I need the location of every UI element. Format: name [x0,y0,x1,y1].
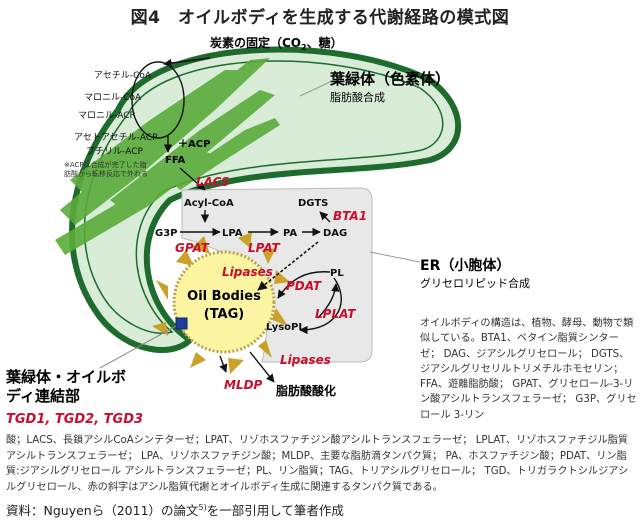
junction-marker [175,317,188,330]
enzyme-mldp: MLDP [224,378,263,392]
label-plus-acp: ＋ACP [178,138,210,150]
enzyme-lipases-bottom: Lipases [280,353,331,367]
arrow-carbon-fixation [163,57,211,68]
arrow-oilbody-to-mldp [219,355,228,373]
arrow-lysopl-to-pl [317,283,340,319]
source-suffix: を一部引用して筆者作成 [206,503,344,518]
metabolite-butyryl-acp: ブチリル-ACP [86,145,144,157]
arrow-pl-to-oilbody [277,271,331,299]
label-junction-line-2: ディ連結部 [6,387,80,405]
leader-er [369,251,421,263]
enzyme-lipases-top: Lipases [222,265,273,279]
metabolite-dgts: DGTS [298,198,328,209]
enzyme-lpat: LPAT [248,241,280,255]
thylakoid-stacks [55,58,280,255]
metabolite-acetoacetyl-acp: アセトアセチル-ACP [74,132,158,143]
oil-body [172,250,276,354]
fatty-acid-cycle [131,61,185,139]
metabolite-ffa: FFA [165,155,186,166]
metabolite-pa: PA [283,228,297,239]
label-er: ER（小胞体） [420,257,510,274]
metabolite-malonyl-acp: マロニル-ACP [78,111,136,121]
arrow-to-oxidation [249,351,275,383]
label-carbon-fixation: 炭素の固定（CO2、糖） [210,35,343,52]
metabolite-acetyl-coa: アセチル-CoA [94,70,152,81]
metabolite-acyl-coa: Acyl-CoA [184,198,234,209]
label-junction-proteins: TGD1, TGD2, TGD3 [6,412,143,427]
metabolite-lysopl: LysoPL [266,322,305,333]
label-oxidation: 脂肪酸酸化 [275,383,336,398]
source-ref: 5) [198,502,207,512]
metabolite-g3p: G3P [155,228,178,239]
figure-title: 図4 オイルボディを生成する代謝経路の模式図 [130,8,510,28]
acp-note-line-1: ※ACPは合成が完了した脂 [64,160,147,169]
label-er-sub: グリセロリピッド合成 [420,276,530,290]
metabolite-dag: DAG [323,228,347,239]
enzyme-lacs: LACS [196,175,230,189]
figure-source: 資料：Nguyenら（2011）の論文5)を一部引用して筆者作成 [6,500,344,519]
enzyme-bta1: BTA1 [333,209,367,223]
enzyme-pdat: PDAT [286,279,322,293]
label-junction-line-1: 葉緑体・オイルボ [5,368,126,386]
label-chloroplast-sub: 脂肪酸合成 [330,90,385,104]
source-prefix: 資料：Nguyenら（2011）の論文 [6,503,199,518]
arrow-dag-to-dgts [319,211,331,223]
chloroplast-inner-membrane [83,60,444,334]
junction-leader-line [99,325,177,369]
metabolite-lpa: LPA [222,228,243,239]
leader-chloroplast [299,81,331,97]
oil-body-label-1: Oil Bodies [187,289,261,304]
acp-note-line-2: 肪酸から転移反応で外れる [64,169,148,178]
enzyme-gpat: GPAT [175,241,210,255]
label-chloroplast: 葉緑体（色素体） [329,70,450,88]
arrow-ffa-to-acylcoa [179,167,206,191]
metabolite-pl: PL [330,268,344,279]
oil-body-label-2: (TAG) [204,307,244,322]
enzyme-lplat: LPLAT [315,307,356,321]
figure-description: オイルボディの構造は、植物、酵母、動物で類似している。BTA1、ベタイン脂質シン… [420,318,637,421]
arrow-dag-to-oilbody [257,241,319,291]
abbreviation-notes: 酸；LACS、長鎖アシルCoAシンテターゼ；LPAT、リゾホスファチジン酸アシル… [6,435,629,493]
metabolite-malonyl-coa: マロニル-CoA [84,93,142,103]
